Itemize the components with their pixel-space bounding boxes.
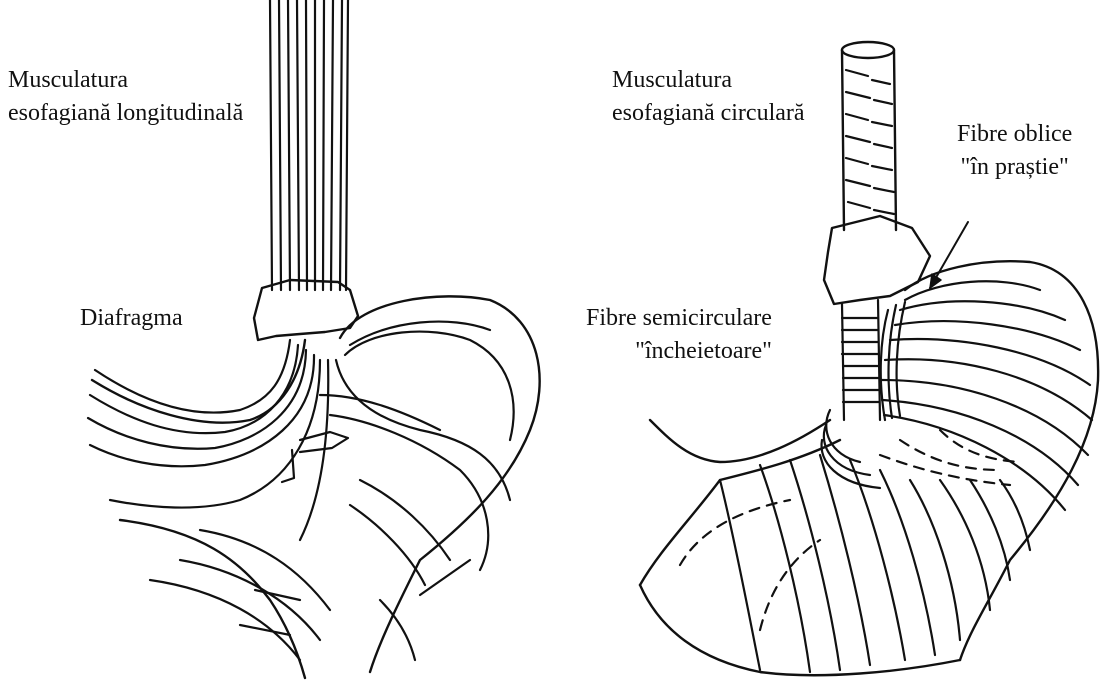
right-oblique-fibers (881, 281, 1092, 510)
label-circular-musculature: Musculatura esofagiană circulară (612, 64, 805, 130)
label-longitudinal-line1: Musculatura (8, 64, 243, 97)
oblique-pointer-arrow (930, 222, 968, 288)
label-oblique-line1: Fibre oblice (957, 118, 1072, 151)
left-fiber-arrows (282, 432, 348, 482)
right-diaphragm-block (824, 216, 930, 304)
left-stomach-outline (92, 296, 540, 678)
label-circular-line1: Musculatura (612, 64, 805, 97)
label-oblique-fibers: Fibre oblice "în praștie" (957, 118, 1072, 184)
label-diaphragm-text: Diafragma (80, 302, 183, 335)
label-semicircular-fibers: Fibre semicirculare "încheietoare" (586, 302, 772, 368)
label-longitudinal-musculature: Musculatura esofagiană longitudinală (8, 64, 243, 130)
label-semicircular-line1: Fibre semicirculare (586, 302, 772, 335)
label-diaphragm: Diafragma (80, 302, 183, 335)
label-semicircular-line2: "încheietoare" (586, 335, 772, 368)
label-longitudinal-line2: esofagiană longitudinală (8, 97, 243, 130)
label-oblique-line2: "în praștie" (957, 151, 1072, 184)
right-semicircular-fibers (821, 410, 880, 488)
right-lower-esophagus-rings (842, 300, 880, 420)
right-esophagus-tube (842, 42, 896, 230)
left-esophagus-fibers (270, 0, 348, 290)
label-circular-line2: esofagiană circulară (612, 97, 805, 130)
left-stomach-fibers (88, 322, 514, 660)
